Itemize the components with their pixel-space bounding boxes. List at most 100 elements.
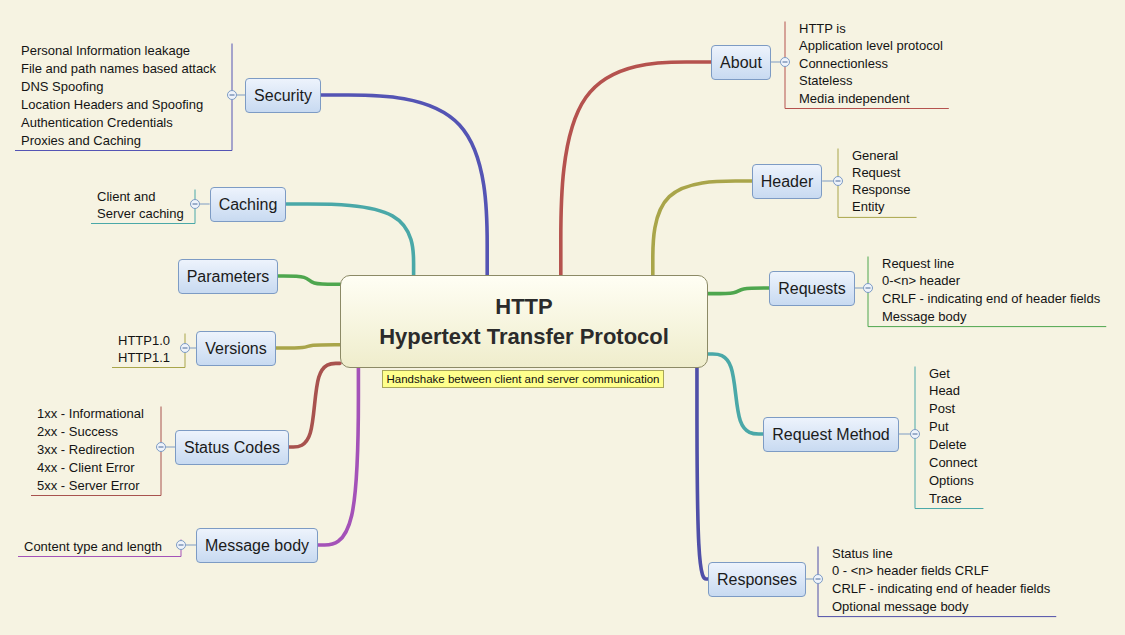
collapse-marker xyxy=(781,58,790,67)
collapse-minus xyxy=(816,579,821,580)
leaf-text: Status line xyxy=(832,545,893,562)
topic-text: Versions xyxy=(205,339,266,358)
leaf-text: Stateless xyxy=(799,72,852,89)
leaf-text: Response xyxy=(852,181,911,198)
leaf-text: Post xyxy=(929,400,955,417)
leaf-bracket xyxy=(915,367,983,509)
branch-topic: Responses xyxy=(708,562,806,597)
topic-text: Header xyxy=(761,172,813,191)
collapse-minus xyxy=(913,434,918,435)
branch-connector xyxy=(289,363,340,447)
leaf-text: DNS Spoofing xyxy=(21,78,103,95)
leaf-text: Personal Information leakage xyxy=(21,42,190,59)
branch-topic: Security xyxy=(245,78,321,113)
leaf-text: HTTP is xyxy=(799,20,846,37)
collapse-minus xyxy=(179,545,184,546)
collapse-stub xyxy=(822,181,833,182)
topic-text: Caching xyxy=(219,195,278,214)
collapse-marker xyxy=(834,177,843,186)
topic-text: Status Codes xyxy=(184,438,280,457)
leaf-text: Media independent xyxy=(799,90,910,107)
collapse-minus xyxy=(159,447,164,448)
collapse-minus xyxy=(783,62,788,63)
branch-topic: Requests xyxy=(769,271,855,306)
branch-topic: Parameters xyxy=(178,259,279,294)
branch-topic: Versions xyxy=(196,331,275,366)
leaf-text: CRLF - indicating end of header fields xyxy=(882,290,1100,307)
topic-text: Handshake between client and server comm… xyxy=(387,372,660,386)
branch-connector xyxy=(708,354,763,434)
branch-connector xyxy=(286,204,413,275)
branch-connector xyxy=(708,288,769,294)
branch-topic: Caching xyxy=(210,187,287,222)
collapse-minus xyxy=(230,95,235,96)
leaf-text: Location Headers and Spoofing xyxy=(21,96,203,113)
leaf-text: 5xx - Server Error xyxy=(37,477,140,494)
leaf-text: Get xyxy=(929,365,950,382)
topic-text: Requests xyxy=(778,279,846,298)
topic-subtext: Hypertext Transfer Protocol xyxy=(379,322,669,352)
topic-text: Message body xyxy=(205,536,309,555)
leaf-text: Proxies and Caching xyxy=(21,132,141,149)
branch-topic: Header xyxy=(752,164,822,199)
leaf-text: Options xyxy=(929,472,974,489)
collapse-marker xyxy=(177,541,186,550)
collapse-marker xyxy=(814,575,823,584)
branch-connector xyxy=(697,368,708,579)
collapse-marker xyxy=(191,200,200,209)
collapse-minus xyxy=(836,181,841,182)
leaf-text: Content type and length xyxy=(24,538,162,555)
branch-topic: Request Method xyxy=(763,417,898,452)
branch-connector xyxy=(321,95,487,275)
collapse-marker xyxy=(181,344,190,353)
leaf-text: Application level protocol xyxy=(799,37,943,54)
collapse-marker xyxy=(911,430,920,439)
collapse-stub xyxy=(190,348,197,349)
leaf-text: General xyxy=(852,147,898,164)
leaf-text: Entity xyxy=(852,198,885,215)
branch-connector xyxy=(561,62,711,275)
central-topic: HTTPHypertext Transfer Protocol xyxy=(340,275,708,368)
collapse-minus xyxy=(193,204,198,205)
collapse-stub xyxy=(200,204,210,205)
topic-text: Responses xyxy=(717,570,797,589)
collapse-minus xyxy=(866,288,871,289)
leaf-text: Delete xyxy=(929,436,967,453)
collapse-stub xyxy=(237,95,246,96)
leaf-text: 3xx - Redirection xyxy=(37,441,135,458)
leaf-text: Connectionless xyxy=(799,55,888,72)
collapse-stub xyxy=(806,579,813,580)
branch-connector xyxy=(276,345,340,348)
leaf-text: Message body xyxy=(882,308,967,325)
leaf-text: Authentication Credentials xyxy=(21,114,173,131)
branch-connector xyxy=(318,368,358,545)
leaf-text: 0 - <n> header fields CRLF xyxy=(832,562,989,579)
topic-text: Parameters xyxy=(187,267,270,286)
leaf-text: 0-<n> header xyxy=(882,272,960,289)
leaf-text: CRLF - indicating end of header fields xyxy=(832,580,1050,597)
branch-topic: About xyxy=(711,45,771,80)
topic-text: HTTP xyxy=(495,292,552,322)
leaf-text: Request xyxy=(852,164,900,181)
collapse-marker xyxy=(864,284,873,293)
leaf-text: Client and Server caching xyxy=(97,188,189,222)
leaf-text: 1xx - Informational xyxy=(37,405,144,422)
branch-connector xyxy=(278,276,340,284)
leaf-text: Connect xyxy=(929,454,977,471)
callout-note: Handshake between client and server comm… xyxy=(382,370,665,388)
collapse-stub xyxy=(771,62,781,63)
topic-text: About xyxy=(720,53,762,72)
leaf-bracket xyxy=(15,44,232,151)
leaf-text: Request line xyxy=(882,255,954,272)
collapse-stub xyxy=(855,288,864,289)
leaf-text: File and path names based attack xyxy=(21,60,216,77)
leaf-text: 4xx - Client Error xyxy=(37,459,135,476)
collapse-stub xyxy=(186,545,196,546)
collapse-minus xyxy=(183,348,188,349)
leaf-text: HTTP1.1 xyxy=(118,349,170,366)
collapse-marker xyxy=(157,443,166,452)
branch-connector xyxy=(653,181,752,275)
leaf-text: Optional message body xyxy=(832,598,969,615)
leaf-text: Head xyxy=(929,382,960,399)
